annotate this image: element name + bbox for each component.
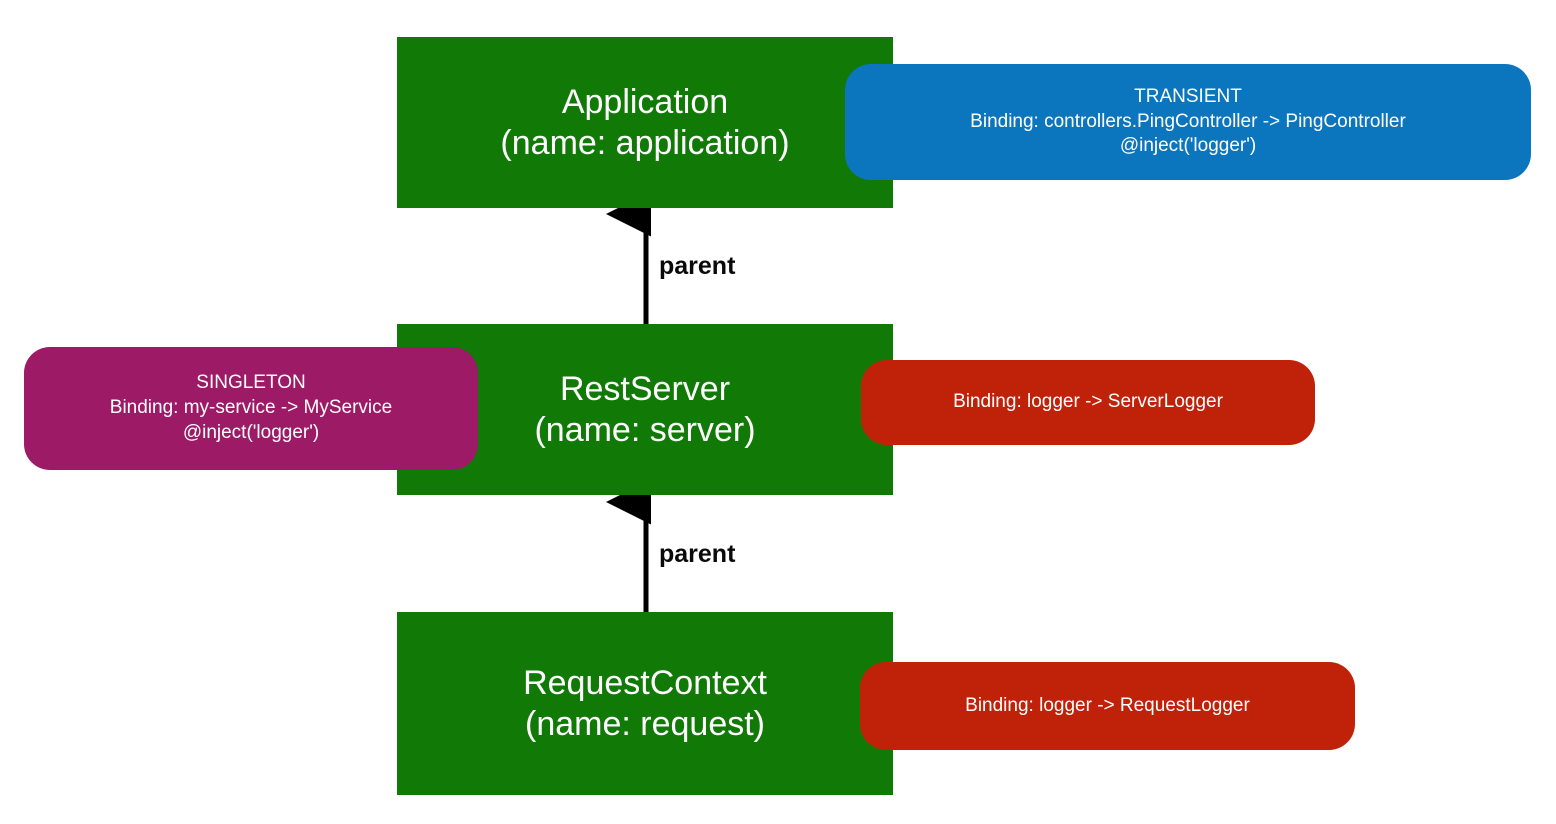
callout-server-logger-binding[interactable]: Binding: logger -> ServerLogger bbox=[861, 360, 1315, 445]
callout-transient-binding-text: Binding: controllers.PingController -> P… bbox=[970, 110, 1406, 132]
context-subtitle-request: (name: request) bbox=[525, 704, 765, 743]
callout-singleton-binding[interactable]: SINGLETON Binding: my-service -> MyServi… bbox=[24, 347, 478, 470]
callout-singleton-inject: @inject('logger') bbox=[182, 421, 320, 443]
callout-transient-binding[interactable]: TRANSIENT Binding: controllers.PingContr… bbox=[845, 64, 1531, 180]
context-title-request: RequestContext bbox=[523, 664, 767, 703]
context-subtitle-application: (name: application) bbox=[500, 123, 790, 162]
callout-request-logger-binding[interactable]: Binding: logger -> RequestLogger bbox=[860, 662, 1355, 750]
context-box-server[interactable]: RestServer (name: server) bbox=[397, 324, 893, 495]
callout-server-logger-text: Binding: logger -> ServerLogger bbox=[953, 391, 1223, 413]
context-box-request[interactable]: RequestContext (name: request) bbox=[397, 612, 893, 795]
callout-singleton-binding-text: Binding: my-service -> MyService bbox=[109, 397, 393, 419]
arrow-request-to-server bbox=[606, 479, 651, 620]
callout-transient-inject: @inject('logger') bbox=[1119, 135, 1257, 157]
arrow-server-to-application bbox=[606, 191, 651, 332]
callout-singleton-scope: SINGLETON bbox=[196, 372, 306, 394]
edge-label-parent-upper: parent bbox=[659, 252, 736, 280]
callout-request-logger-text: Binding: logger -> RequestLogger bbox=[965, 694, 1250, 716]
context-box-application[interactable]: Application (name: application) bbox=[397, 37, 893, 208]
context-subtitle-server: (name: server) bbox=[534, 410, 756, 449]
context-title-application: Application bbox=[561, 83, 729, 122]
context-title-server: RestServer bbox=[559, 370, 731, 409]
edge-label-parent-lower: parent bbox=[659, 540, 736, 568]
callout-transient-scope: TRANSIENT bbox=[1134, 85, 1242, 107]
